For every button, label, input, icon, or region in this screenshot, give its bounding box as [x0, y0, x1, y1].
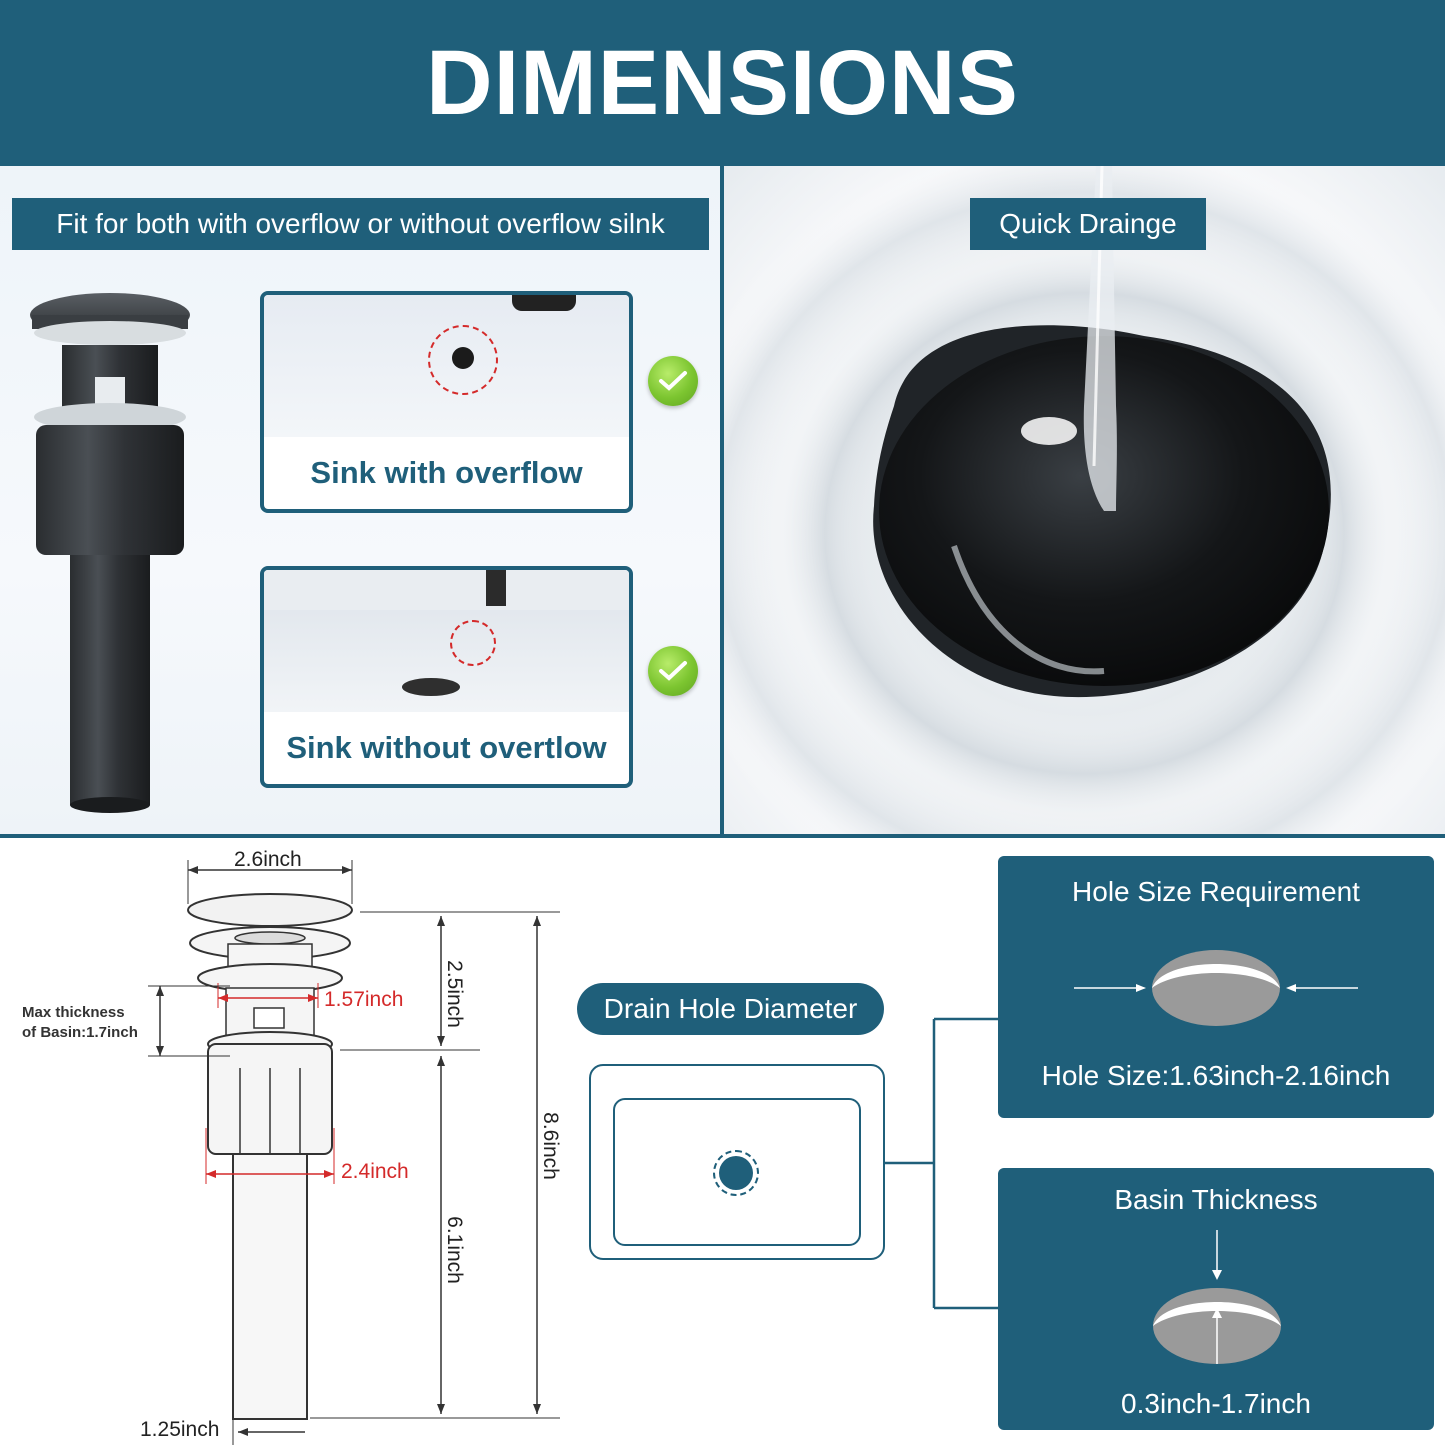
drain-hole-icon [713, 1150, 759, 1196]
total-height-label: 8.6inch [539, 1112, 562, 1180]
card-no-overflow-label: Sink without overtlow [286, 730, 607, 765]
quick-drainage-tag-label: Quick Drainge [999, 208, 1177, 239]
upper-height-label: 2.5inch [443, 960, 466, 1028]
dimension-diagram [148, 860, 560, 1445]
card-overflow-label: Sink with overflow [310, 455, 583, 490]
faucet-icon [486, 570, 506, 606]
basin-note-line1: Max thickness [22, 1004, 125, 1021]
header-banner: DIMENSIONS [0, 0, 1445, 166]
page-title: DIMENSIONS [426, 31, 1019, 134]
sink-inner-outline [613, 1098, 861, 1246]
body-width-label: 2.4inch [341, 1160, 409, 1183]
basin-thickness-box: Basin Thickness 0.3inch-1.7inch [998, 1168, 1434, 1430]
horizontal-divider [0, 834, 1445, 838]
connector-lines [884, 1017, 998, 1310]
sink-no-overflow-photo [264, 570, 629, 712]
hole-size-icon [1074, 950, 1358, 1026]
drain-hole-tag: Drain Hole Diameter [577, 983, 884, 1035]
quick-drainage-tag: Quick Drainge [970, 198, 1206, 250]
overflow-highlight-circle [428, 325, 498, 395]
basin-thickness-value: 0.3inch-1.7inch [1121, 1388, 1311, 1419]
sink-basin-outline [589, 1064, 885, 1260]
drain-water-photo [724, 166, 1445, 834]
pipe-width-label: 1.25inch [140, 1418, 220, 1441]
card-sink-with-overflow: Sink with overflow [260, 291, 633, 513]
drain-product-image [30, 293, 190, 813]
hole-size-value: Hole Size:1.63inch-2.16inch [1041, 1060, 1391, 1091]
sink-overflow-photo [264, 295, 629, 437]
card-sink-without-overflow: Sink without overtlow [260, 566, 633, 788]
check-icon [648, 356, 698, 406]
basin-thickness-note: Max thickness of Basin:1.7inch [22, 1003, 138, 1043]
no-overflow-highlight-circle [450, 620, 496, 666]
inner-width-label: 1.57inch [324, 988, 404, 1011]
lower-height-label: 6.1inch [443, 1216, 466, 1284]
basin-thickness-title: Basin Thickness [1114, 1184, 1318, 1215]
drain-icon [402, 678, 460, 696]
basin-thickness-icon [1153, 1230, 1281, 1364]
check-icon [648, 646, 698, 696]
top-width-label: 2.6inch [234, 848, 302, 871]
compatibility-tag-label: Fit for both with overflow or without ov… [56, 208, 665, 239]
basin-note-line2: of Basin:1.7inch [22, 1024, 138, 1041]
hole-size-title: Hole Size Requirement [1072, 876, 1360, 907]
drain-hole-label: Drain Hole Diameter [603, 993, 858, 1024]
compatibility-tag: Fit for both with overflow or without ov… [12, 198, 709, 250]
hole-size-box: Hole Size Requirement Hole Size:1.63inch… [998, 856, 1434, 1118]
quick-drainage-panel [724, 166, 1445, 834]
vertical-divider [720, 166, 724, 834]
faucet-icon [512, 295, 576, 311]
